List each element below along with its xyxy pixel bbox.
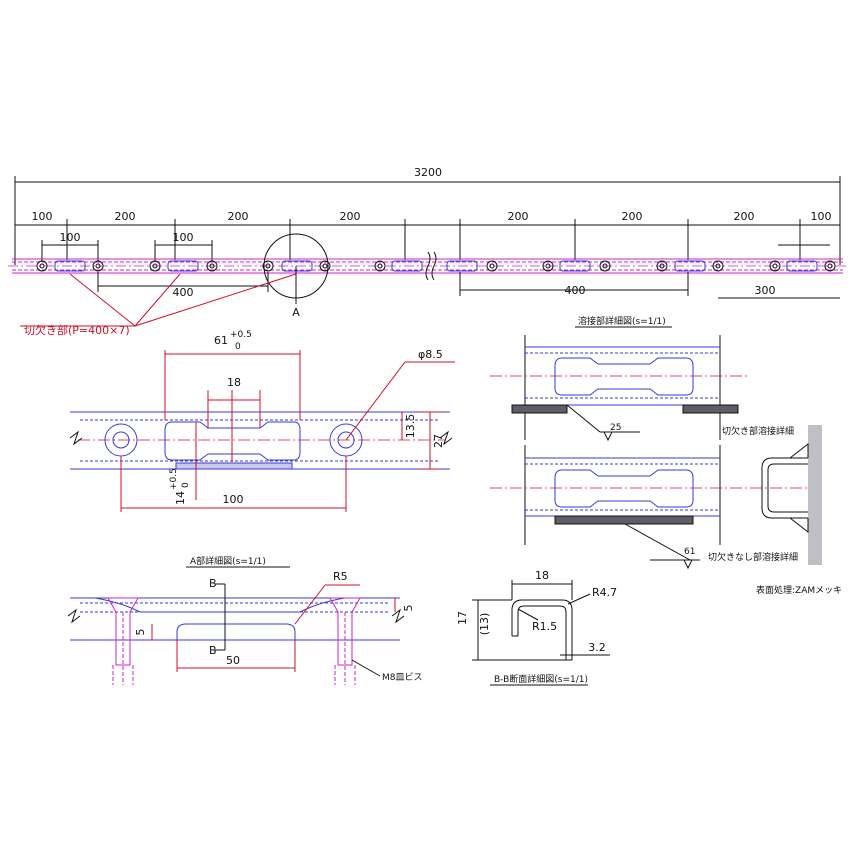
dim-seg-6: 200: [622, 210, 643, 223]
dim-seg-4: 200: [340, 210, 361, 223]
slot-width-tol-zero: 0: [181, 482, 191, 488]
bar-notches: [54, 260, 818, 272]
callout-a: A: [292, 306, 300, 319]
half-height: 13.5: [404, 414, 417, 439]
section-bb: 18 R4.7 R1.5 17 (13) 3.2 B-B断面詳細図(s=1/1): [456, 569, 617, 686]
section-a: A部詳細図(s=1/1) B B R5 5: [67, 555, 423, 685]
slot-length: 61: [214, 334, 228, 347]
slot-width-tol-plus: +0.5: [169, 468, 179, 490]
slot-len: 50: [226, 654, 240, 667]
dim-inner-100-b: 100: [173, 231, 194, 244]
dim-5-left: 5: [134, 629, 147, 636]
section-mark-bottom: B: [209, 644, 217, 657]
height: 27: [432, 434, 445, 448]
bb-thickness: 3.2: [588, 641, 606, 654]
bar-holes: [36, 260, 836, 272]
inner-width: 18: [227, 376, 241, 389]
surface-treatment: 表面処理:ZAMメッキ: [756, 584, 842, 596]
notch-note: 切欠き部(P=400×7): [24, 323, 130, 337]
bb-inner-radius: R1.5: [532, 620, 557, 633]
weld-size-bottom: 61: [684, 547, 695, 557]
dim-inner-100-a: 100: [60, 231, 81, 244]
dim-400-b: 400: [565, 284, 586, 297]
bb-width: 18: [535, 569, 549, 582]
weld-size-top: 25: [610, 423, 621, 433]
overall-view: 3200 100 200 200 200 200 200 200 100 100…: [8, 166, 848, 337]
dim-seg-2: 200: [115, 210, 136, 223]
dim-300: 300: [755, 284, 776, 297]
bb-height-inner: (13): [478, 613, 491, 636]
dim-seg-1: 100: [32, 210, 53, 223]
slot-length-tol-zero: 0: [235, 342, 241, 352]
slot-width: 14: [174, 491, 187, 505]
radius-r5: R5: [333, 570, 348, 583]
bb-outer-radius: R4.7: [592, 586, 617, 599]
dim-total: 3200: [414, 166, 442, 179]
weld-title: 溶接部詳細図(s=1/1): [578, 315, 666, 327]
notch-detail: 61 +0.5 0 18 φ8.5 13.5 27 14 +0.5 0 100: [69, 330, 455, 512]
dim-seg-3: 200: [228, 210, 249, 223]
section-a-title: A部詳細図(s=1/1): [190, 555, 266, 567]
dim-400-a: 400: [173, 286, 194, 299]
dim-seg-8: 100: [811, 210, 832, 223]
weld-label-plain: 切欠きなし部溶接詳細: [708, 551, 798, 563]
dim-seg-7: 200: [734, 210, 755, 223]
weld-detail: 溶接部詳細図(s=1/1) 25 切欠き部溶接詳細 61 切欠きなし部溶接詳細: [490, 315, 822, 570]
bb-height: 17: [456, 611, 469, 625]
pitch: 100: [223, 493, 244, 506]
weld-label-notched: 切欠き部溶接詳細: [722, 425, 794, 437]
dim-5-right: 5: [402, 605, 415, 612]
dim-seg-5: 200: [508, 210, 529, 223]
slot-length-tol-plus: +0.5: [230, 330, 252, 340]
hole-dia: φ8.5: [418, 348, 443, 361]
screw-label: M8皿ビス: [382, 672, 423, 683]
section-mark-top: B: [209, 577, 217, 590]
bb-title: B-B断面詳細図(s=1/1): [494, 673, 588, 685]
